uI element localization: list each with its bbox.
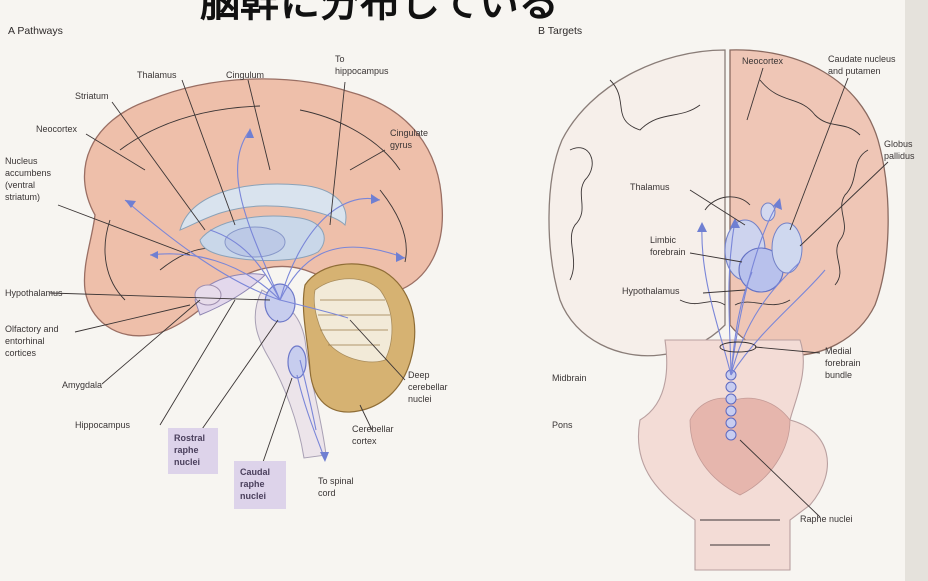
section-label-pathways: A Pathways — [8, 25, 63, 37]
label-gyrus: gyrus — [390, 140, 413, 150]
label-raphe-nuclei: Raphe nuclei — [800, 514, 853, 524]
label-pallidus: pallidus — [884, 151, 915, 161]
label-thalamus: Thalamus — [137, 70, 177, 80]
label-caudate: Caudate nucleus — [828, 54, 896, 64]
svg-text:Rostral: Rostral — [174, 433, 205, 443]
rostral-raphe-box: Rostral raphe nuclei — [168, 428, 218, 474]
page-edge-shadow — [905, 0, 928, 581]
label-cord: cord — [318, 488, 336, 498]
label-amygdala: Amygdala — [62, 380, 102, 390]
label-cortex: cortex — [352, 436, 377, 446]
label-forebrain: forebrain — [650, 247, 686, 257]
svg-text:raphe: raphe — [240, 479, 265, 489]
label-pons: Pons — [552, 420, 573, 430]
label-deep: Deep — [408, 370, 430, 380]
label-entorhinal: entorhinal — [5, 336, 45, 346]
svg-text:Caudal: Caudal — [240, 467, 270, 477]
label-nucleus: Nucleus — [5, 156, 38, 166]
label-forebrain-2: forebrain — [825, 358, 861, 368]
slide-title: 脳幹に分布している — [200, 0, 559, 26]
svg-text:raphe: raphe — [174, 445, 199, 455]
label-cerebellar: cerebellar — [408, 382, 448, 392]
label-thalamus-b: Thalamus — [630, 182, 670, 192]
label-medial: Medial — [825, 346, 852, 356]
label-putamen: and putamen — [828, 66, 881, 76]
label-hippocampus: Hippocampus — [75, 420, 131, 430]
label-bundle: bundle — [825, 370, 852, 380]
label-neocortex-b: Neocortex — [742, 56, 784, 66]
label-cerebellar-2: Cerebellar — [352, 424, 394, 434]
label-limbic: Limbic — [650, 235, 677, 245]
label-neocortex-a: Neocortex — [36, 124, 78, 134]
label-accumbens: accumbens — [5, 168, 52, 178]
label-hypothalamus-a: Hypothalamus — [5, 288, 63, 298]
label-cingulate: Cingulate — [390, 128, 428, 138]
label-cingulum: Cingulum — [226, 70, 264, 80]
svg-text:nuclei: nuclei — [174, 457, 200, 467]
label-striatum-paren: striatum) — [5, 192, 40, 202]
label-nuclei: nuclei — [408, 394, 432, 404]
label-cortices: cortices — [5, 348, 37, 358]
label-hippocampus-target: hippocampus — [335, 66, 389, 76]
label-striatum: Striatum — [75, 91, 109, 101]
label-globus: Globus — [884, 139, 913, 149]
label-to: To — [335, 54, 345, 64]
label-hypothalamus-b: Hypothalamus — [622, 286, 680, 296]
label-olfactory: Olfactory and — [5, 324, 59, 334]
svg-text:nuclei: nuclei — [240, 491, 266, 501]
caudal-raphe-box: Caudal raphe nuclei — [234, 461, 286, 509]
label-ventral: (ventral — [5, 180, 35, 190]
label-to-spinal: To spinal — [318, 476, 354, 486]
label-midbrain: Midbrain — [552, 373, 587, 383]
section-label-targets: B Targets — [538, 25, 582, 37]
